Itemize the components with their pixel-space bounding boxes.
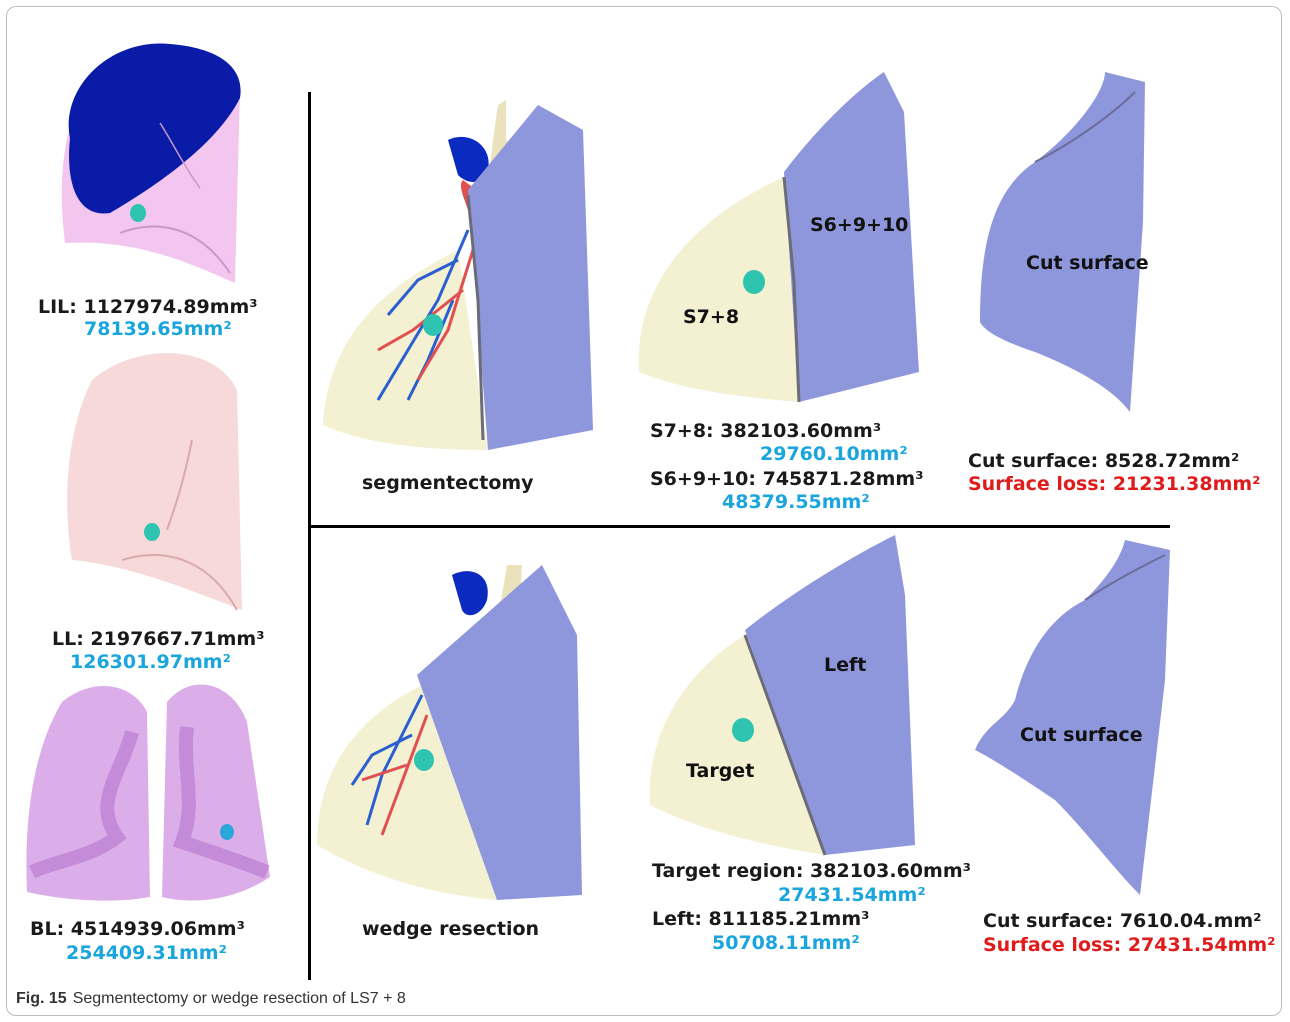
wedge-cut-surface: Cut surface: 7610.04.mm²	[983, 910, 1262, 932]
segmentectomy-3d-model	[318, 100, 593, 460]
target-volume: Target region: 382103.60mm³	[652, 860, 971, 882]
s6910-area: 48379.55mm²	[722, 491, 870, 513]
lil-volume: LIL: 1127974.89mm³	[38, 296, 258, 318]
wedge-title: wedge resection	[362, 918, 539, 940]
tumor-marker	[414, 749, 434, 771]
s78-volume: S7+8: 382103.60mm³	[650, 420, 881, 442]
segmentectomy-surface-loss: Surface loss: 21231.38mm²	[968, 473, 1261, 495]
tumor-marker	[130, 204, 146, 222]
wedge-cut-surface-model	[975, 540, 1175, 900]
ll-area: 126301.97mm²	[70, 651, 231, 673]
lil-lung-model	[50, 28, 250, 298]
segment-label-s7-8: S7+8	[683, 306, 739, 328]
horizontal-divider	[308, 525, 1170, 528]
tumor-marker	[220, 824, 234, 840]
wedge-regions-model	[645, 535, 925, 865]
wedge-3d-model	[312, 565, 597, 905]
ll-lung-model	[62, 340, 252, 620]
bl-area: 254409.31mm²	[66, 942, 227, 964]
segmentectomy-cut-surface: Cut surface: 8528.72mm²	[968, 450, 1239, 472]
ll-volume: LL: 2197667.71mm³	[52, 628, 265, 650]
cut-surface-label-wedge: Cut surface	[1020, 724, 1143, 746]
bl-volume: BL: 4514939.06mm³	[30, 918, 245, 940]
vertical-divider	[308, 92, 311, 980]
wedge-surface-loss: Surface loss: 27431.54mm²	[983, 934, 1276, 956]
segment-label-s6-9-10: S6+9+10	[810, 214, 908, 236]
s78-area: 29760.10mm²	[760, 443, 908, 465]
tumor-marker	[743, 270, 765, 294]
tumor-marker	[144, 523, 160, 541]
cut-surface-label: Cut surface	[1026, 252, 1149, 274]
figure-number: Fig. 15	[16, 990, 67, 1007]
bl-lung-model	[22, 672, 274, 912]
target-area: 27431.54mm²	[778, 884, 926, 906]
tumor-marker	[732, 718, 754, 742]
figure-caption: Fig. 15 Segmentectomy or wedge resection …	[16, 990, 406, 1008]
wedge-label-target: Target	[686, 760, 754, 782]
wedge-label-left: Left	[824, 654, 866, 676]
lil-area: 78139.65mm²	[84, 318, 232, 340]
segmentectomy-segments-model	[634, 72, 924, 412]
s6910-volume: S6+9+10: 745871.28mm³	[650, 468, 924, 490]
segmentectomy-title: segmentectomy	[362, 472, 534, 494]
left-area: 50708.11mm²	[712, 932, 860, 954]
left-volume: Left: 811185.21mm³	[652, 908, 869, 930]
tumor-marker	[423, 314, 443, 336]
caption-text: Segmentectomy or wedge resection of LS7 …	[73, 990, 406, 1007]
